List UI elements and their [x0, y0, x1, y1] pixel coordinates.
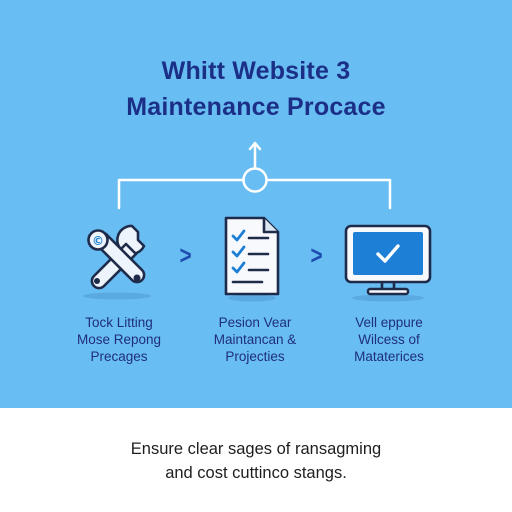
footer-text-line-1: Ensure clear sages of ransagming	[130, 440, 382, 458]
step-caption-1: Tock Litting Mose Repong Precages	[44, 314, 194, 365]
step-caption-line: Tock Litting	[85, 315, 153, 330]
diagram-title-line-2: Maintenance Procace	[126, 93, 386, 121]
svg-text:©: ©	[92, 234, 104, 248]
step-caption-line: Mose Repong	[76, 332, 162, 347]
step-caption-line: Wilcess of	[358, 332, 420, 347]
step-caption-line: Projecties	[225, 349, 285, 364]
step-caption-3: Vell eppure Wilcess of Mataterices	[314, 314, 464, 365]
arrow-up-icon	[248, 141, 262, 151]
connector-right-branch	[265, 178, 392, 210]
wrench-tools-icon: ©	[83, 224, 151, 300]
step-caption-line: Pesion Vear	[218, 315, 292, 330]
diagram-title-line-1: Whitt Website 3	[161, 57, 351, 85]
step-caption-line: Vell eppure	[355, 315, 423, 330]
diagram-panel	[0, 0, 512, 408]
connector-node-circle	[242, 167, 268, 193]
chevron-right-icon: >	[179, 240, 192, 270]
footer-text-line-2: and cost cuttinco stangs.	[165, 464, 347, 482]
checklist-document-icon	[224, 216, 280, 302]
step-caption-line: Precages	[90, 349, 148, 364]
monitor-check-icon	[344, 224, 432, 302]
step-caption-2: Pesion Vear Maintancan & Projecties	[180, 314, 330, 365]
step-caption-line: Maintancan &	[213, 332, 297, 347]
step-caption-line: Mataterices	[354, 349, 424, 364]
connector-left-branch	[117, 178, 245, 210]
connector-lines	[117, 141, 392, 210]
chevron-right-icon: >	[310, 240, 323, 270]
